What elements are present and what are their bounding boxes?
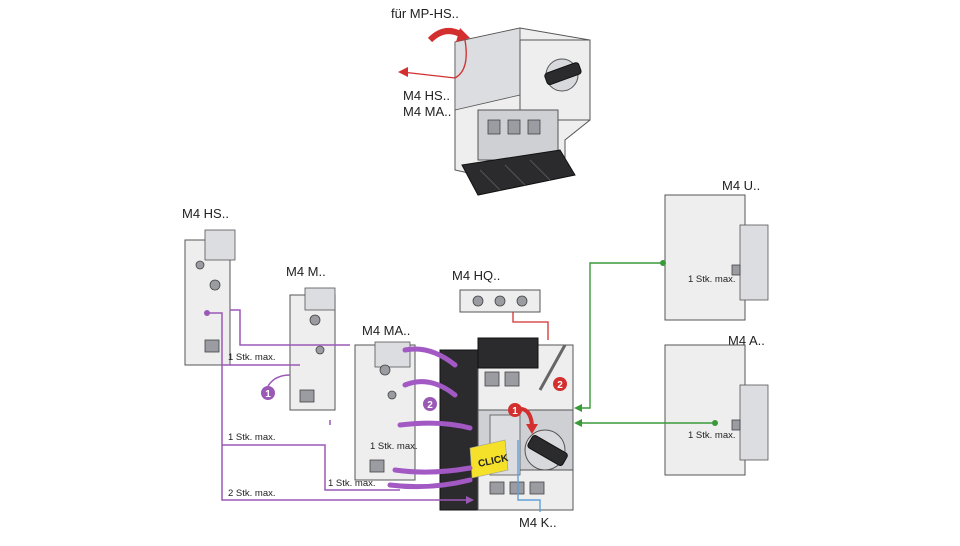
- label-m4-ma: M4 MA..: [362, 323, 410, 338]
- qty-u: 1 Stk. max.: [688, 274, 736, 285]
- purple-connectors: [207, 309, 474, 504]
- module-m4-ma: [354, 341, 416, 481]
- step-badge-1-left: 1: [261, 386, 275, 400]
- label-m4-ma-top: M4 MA..: [403, 104, 451, 119]
- module-m4-hs: [184, 229, 236, 366]
- green-connectors: [574, 262, 715, 427]
- qty-5: 2 Stk. max.: [228, 488, 276, 499]
- svg-text:2: 2: [557, 380, 563, 391]
- label-m4-u: M4 U..: [722, 178, 760, 193]
- label-m4-a: M4 A..: [728, 333, 765, 348]
- top-motor-protector: [454, 27, 591, 196]
- label-m4-hq: M4 HQ..: [452, 268, 500, 283]
- qty-4: 1 Stk. max.: [328, 478, 376, 489]
- label-m4-k: M4 K..: [519, 515, 557, 530]
- label-m4-hs-left: M4 HS..: [182, 206, 229, 221]
- svg-text:1: 1: [512, 406, 518, 417]
- screwdriver-icon: [538, 344, 567, 391]
- qty-2: 1 Stk. max.: [228, 432, 276, 443]
- module-m4-m: [289, 287, 336, 411]
- qty-a: 1 Stk. max.: [688, 430, 736, 441]
- module-m4-hq: [459, 289, 541, 313]
- label-m4-m: M4 M..: [286, 264, 326, 279]
- module-m4-a: [664, 344, 769, 476]
- module-m4-u: [664, 194, 769, 321]
- main-circuit-breaker: [439, 337, 574, 511]
- qty-ma-inner: 1 Stk. max.: [370, 441, 418, 452]
- blue-connector: [517, 440, 541, 512]
- svg-text:2: 2: [427, 400, 433, 411]
- svg-text:1: 1: [265, 389, 271, 400]
- step-badge-1-red: 1: [508, 403, 522, 417]
- step-badge-2-red: 2: [553, 377, 567, 391]
- label-mp-hs: für MP-HS..: [391, 6, 459, 21]
- qty-1: 1 Stk. max.: [228, 352, 276, 363]
- step-badge-2-left: 2: [423, 397, 437, 411]
- label-m4-hs-top: M4 HS..: [403, 88, 450, 103]
